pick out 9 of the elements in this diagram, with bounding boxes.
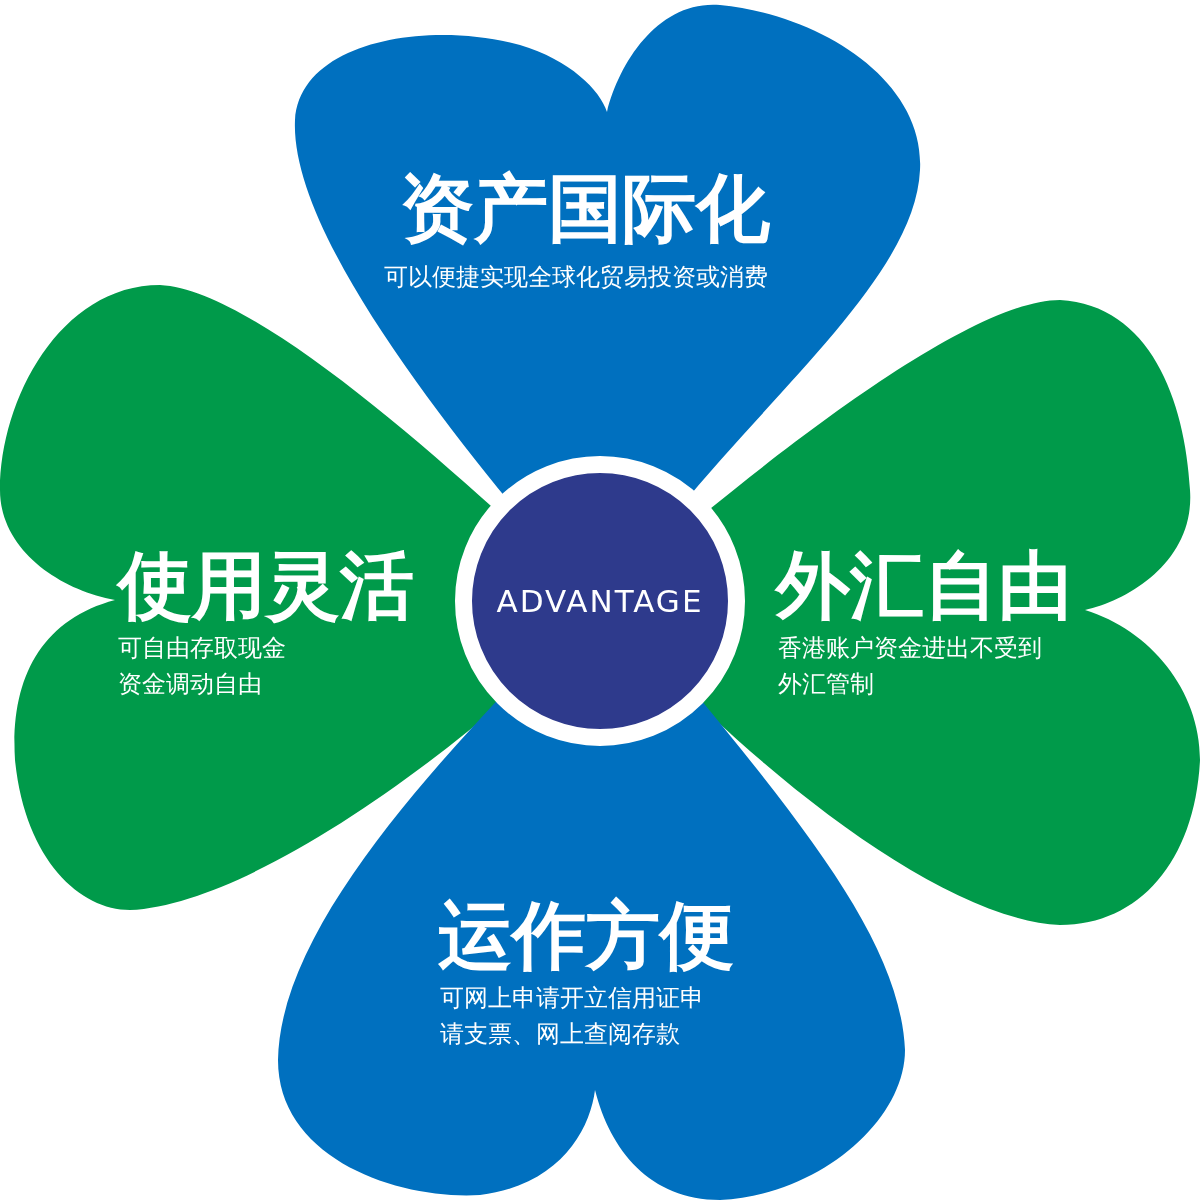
petal-description: 可以便捷实现全球化贸易投资或消费	[384, 262, 769, 293]
petal-heading: 资产国际化	[400, 168, 770, 248]
petal-heading: 外汇自由	[776, 545, 1072, 625]
petal-description: 可自由存取现金资金调动自由	[118, 633, 287, 700]
petal-heading: 运作方便	[438, 895, 734, 975]
petal-heading: 使用灵活	[118, 545, 414, 625]
center-label: ADVANTAGE	[496, 583, 704, 619]
petal-description: 香港账户资金进出不受到外汇管制	[778, 633, 1043, 700]
petal-description: 可网上申请开立信用证申请支票、网上查阅存款	[440, 983, 705, 1050]
